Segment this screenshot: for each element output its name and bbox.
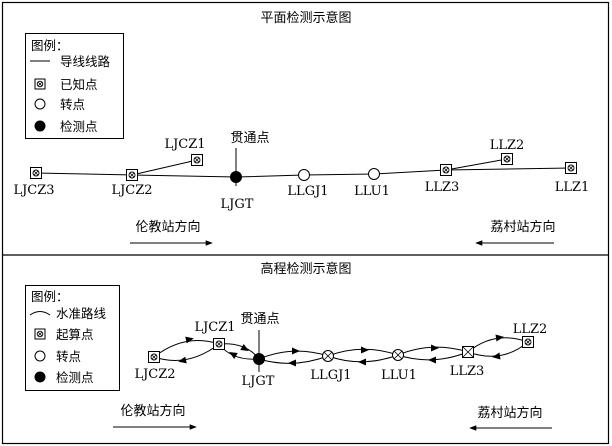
level-arrow-3b bbox=[288, 359, 296, 367]
check-point-icon bbox=[34, 120, 46, 132]
turn-point-icon bbox=[34, 98, 46, 110]
plan-label-llz3: LLZ3 bbox=[425, 180, 460, 195]
start-point-icon bbox=[34, 328, 46, 340]
plan-point-llz1 bbox=[565, 162, 577, 174]
level-arrow-6a bbox=[495, 334, 504, 342]
plan-label-ljgt: LJGT bbox=[221, 197, 254, 212]
level-point-ljcz1 bbox=[213, 338, 225, 350]
level-point-llgj1 bbox=[322, 350, 334, 362]
plan-label-ljcz2: LJCZ2 bbox=[111, 183, 152, 198]
plan-label-llz1: LLZ1 bbox=[555, 180, 590, 195]
plan-title: 平面检测示意图 bbox=[260, 10, 351, 26]
plan-legend-box bbox=[25, 33, 124, 139]
level-check-point-icon bbox=[34, 371, 46, 383]
plan-label-ljcz3: LJCZ3 bbox=[13, 183, 54, 198]
plan-branch-llz2 bbox=[445, 158, 508, 171]
level-label-llgj1: LLGJ1 bbox=[310, 368, 351, 383]
plan-legend-label-line: 导线线路 bbox=[60, 54, 111, 69]
level-label-ljcz2: LJCZ2 bbox=[134, 367, 175, 382]
level-direction-right-label: 荔村站方向 bbox=[477, 405, 542, 421]
level-arrow-3a bbox=[292, 347, 300, 355]
level-legend: 图例： 水准路线 起算点 转点 检测点 bbox=[25, 285, 120, 391]
level-breakthrough-label: 贯通点 bbox=[240, 312, 279, 327]
known-point-icon bbox=[34, 78, 46, 90]
plan-point-ljcz3 bbox=[30, 167, 42, 179]
level-turn-point-icon bbox=[34, 350, 46, 362]
plan-label-llgj1: LLGJ1 bbox=[287, 184, 328, 199]
plan-legend-label-known: 已知点 bbox=[60, 77, 98, 92]
level-arrow-1a bbox=[185, 336, 194, 344]
level-label-ljcz1: LJCZ1 bbox=[194, 320, 235, 335]
level-arrow-1b bbox=[178, 356, 187, 364]
plan-label-ljcz1: LJCZ1 bbox=[164, 137, 205, 152]
level-point-ljgt bbox=[253, 353, 265, 365]
plan-point-llgj1 bbox=[298, 169, 310, 181]
level-point-ljcz2 bbox=[148, 351, 160, 363]
plan-point-ljcz2 bbox=[126, 169, 138, 181]
level-label-llz2: LLZ2 bbox=[513, 322, 548, 337]
plan-legend-label-turn: 转点 bbox=[60, 97, 85, 112]
leveling-route-icon bbox=[29, 311, 51, 316]
level-legend-label-turn: 转点 bbox=[56, 349, 81, 364]
level-point-llz2 bbox=[522, 336, 534, 348]
level-arrow-2a bbox=[240, 343, 249, 351]
level-panel: 高程检测示意图 图例： 水准路线 起算点 转点 检测点 bbox=[25, 261, 552, 431]
plan-point-llz2 bbox=[501, 153, 513, 165]
plan-point-llz3 bbox=[440, 164, 452, 176]
level-arrow-4a bbox=[361, 346, 369, 354]
level-point-llu1 bbox=[392, 349, 404, 361]
plan-point-ljgt bbox=[230, 171, 242, 183]
plan-point-ljcz1 bbox=[191, 154, 203, 166]
level-point-llz3 bbox=[462, 346, 474, 358]
level-route-1a bbox=[153, 340, 220, 358]
level-arrow-5a bbox=[431, 344, 439, 352]
plan-breakthrough-label: 贯通点 bbox=[230, 131, 269, 146]
level-label-llu1: LLU1 bbox=[381, 368, 417, 383]
plan-branch-ljcz1 bbox=[131, 159, 198, 176]
level-legend-heading: 图例： bbox=[31, 289, 69, 304]
level-legend-box bbox=[25, 285, 120, 391]
plan-label-llz2: LLZ2 bbox=[490, 138, 525, 153]
plan-label-llu1: LLU1 bbox=[354, 184, 390, 199]
level-arrow-6b bbox=[492, 352, 501, 360]
plan-direction-left-label: 伦教站方向 bbox=[135, 219, 200, 235]
level-label-llz3: LLZ3 bbox=[450, 364, 485, 379]
level-legend-label-check: 检测点 bbox=[56, 370, 94, 385]
level-route-arrows bbox=[178, 334, 504, 367]
level-legend-label-arc: 水准路线 bbox=[56, 306, 107, 321]
level-title: 高程检测示意图 bbox=[260, 261, 351, 277]
level-direction-left-label: 伦教站方向 bbox=[120, 403, 185, 419]
level-arrow-2b bbox=[229, 352, 238, 360]
level-arrow-5b bbox=[428, 356, 436, 364]
plan-legend: 图例： 导线线路 已知点 转点 检测点 bbox=[25, 33, 124, 139]
plan-legend-heading: 图例： bbox=[31, 38, 69, 53]
level-legend-label-known: 起算点 bbox=[56, 327, 94, 342]
level-arrow-4b bbox=[358, 358, 366, 366]
plan-panel: 平面检测示意图 图例： 导线线路 已知点 转点 检测点 贯通点 bbox=[13, 10, 590, 246]
plan-direction-right-label: 荔村站方向 bbox=[490, 219, 555, 235]
level-label-ljgt: LJGT bbox=[242, 374, 275, 389]
plan-point-llu1 bbox=[368, 168, 380, 180]
plan-legend-label-check: 检测点 bbox=[60, 119, 98, 134]
level-route-1b bbox=[153, 343, 220, 361]
